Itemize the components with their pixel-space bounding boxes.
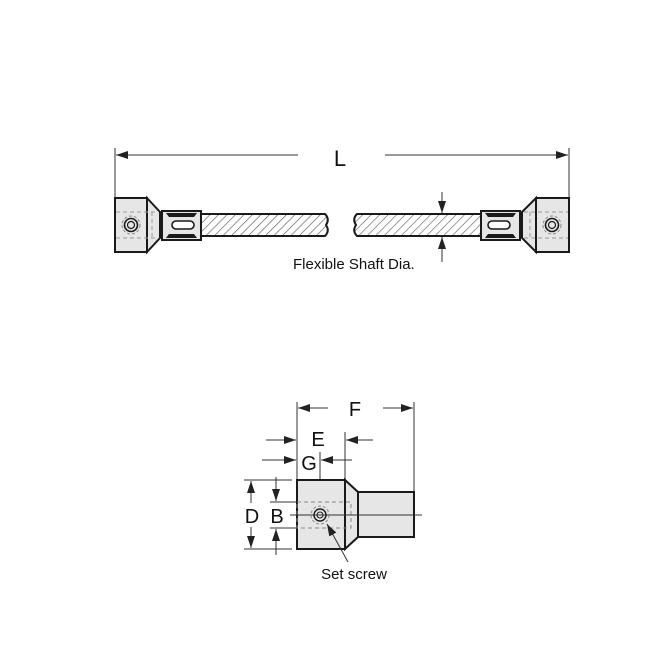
set-screw-icon: [121, 215, 141, 235]
dim-D-label: D: [245, 506, 259, 528]
dimension-E: E: [266, 429, 373, 451]
dim-F-label: F: [349, 399, 361, 421]
dim-G-label: G: [301, 453, 317, 475]
dim-E-label: E: [311, 429, 324, 451]
dimension-L: L: [114, 146, 570, 197]
shaft-dia-label: Flexible Shaft Dia.: [293, 256, 415, 273]
coupling-body: [290, 477, 422, 552]
dimension-shaft-dia: Flexible Shaft Dia.: [293, 192, 446, 273]
set-screw-label: Set screw: [321, 566, 387, 583]
set-screw-icon: [542, 215, 562, 235]
top-view: L: [114, 146, 570, 273]
detail-view: F E G: [244, 399, 422, 583]
right-coupling: [480, 195, 570, 255]
length-label: L: [334, 146, 346, 171]
set-screw-callout: Set screw: [321, 523, 387, 583]
dimension-F: F: [298, 399, 413, 421]
dimension-G: G: [262, 453, 352, 475]
left-coupling: [114, 195, 202, 255]
dim-B-label: B: [270, 506, 283, 528]
shaft-right: [353, 213, 482, 237]
dimension-D: D: [244, 479, 292, 550]
set-screw-icon: [310, 505, 330, 525]
shaft-left: [200, 213, 329, 237]
dimension-B: B: [270, 477, 296, 555]
